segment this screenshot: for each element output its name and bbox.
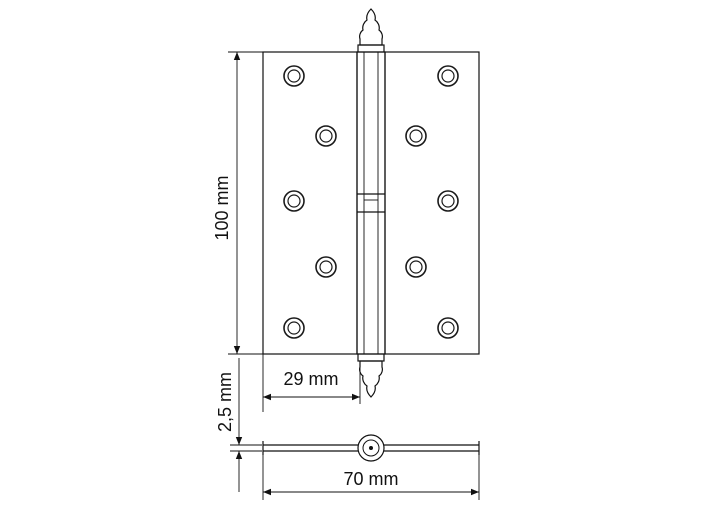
- countersunk-screw-hole-icon: [283, 65, 305, 87]
- total-width-label: 70 mm: [343, 469, 398, 489]
- countersunk-screw-hole-icon: [405, 256, 427, 278]
- pin-dot: [369, 446, 373, 450]
- leaf-width-label: 29 mm: [283, 369, 338, 389]
- hinge-edge-view: [262, 434, 480, 462]
- total-width-dimension: 70 mm: [262, 455, 480, 500]
- countersunk-screw-hole-icon: [283, 190, 305, 212]
- hinge-barrel: [356, 51, 386, 355]
- finial-cap-icon: [357, 8, 385, 53]
- countersunk-screw-hole-icon: [405, 125, 427, 147]
- countersunk-screw-hole-icon: [437, 190, 459, 212]
- height-dimension: 100 mm: [212, 51, 263, 355]
- countersunk-screw-hole-icon: [437, 65, 459, 87]
- hinge-front-view: [262, 8, 480, 398]
- countersunk-screw-hole-icon: [283, 317, 305, 339]
- leaf-width-dimension: 29 mm: [262, 354, 361, 412]
- thickness-label: 2,5 mm: [215, 372, 235, 432]
- finial-cap-icon: [357, 353, 385, 398]
- left-leaf: [262, 51, 358, 355]
- countersunk-screw-hole-icon: [437, 317, 459, 339]
- countersunk-screw-hole-icon: [315, 256, 337, 278]
- right-leaf: [384, 51, 480, 355]
- screw-holes: [283, 65, 459, 339]
- thickness-dimension: 2,5 mm: [215, 358, 262, 492]
- countersunk-screw-hole-icon: [315, 125, 337, 147]
- height-label: 100 mm: [212, 175, 232, 240]
